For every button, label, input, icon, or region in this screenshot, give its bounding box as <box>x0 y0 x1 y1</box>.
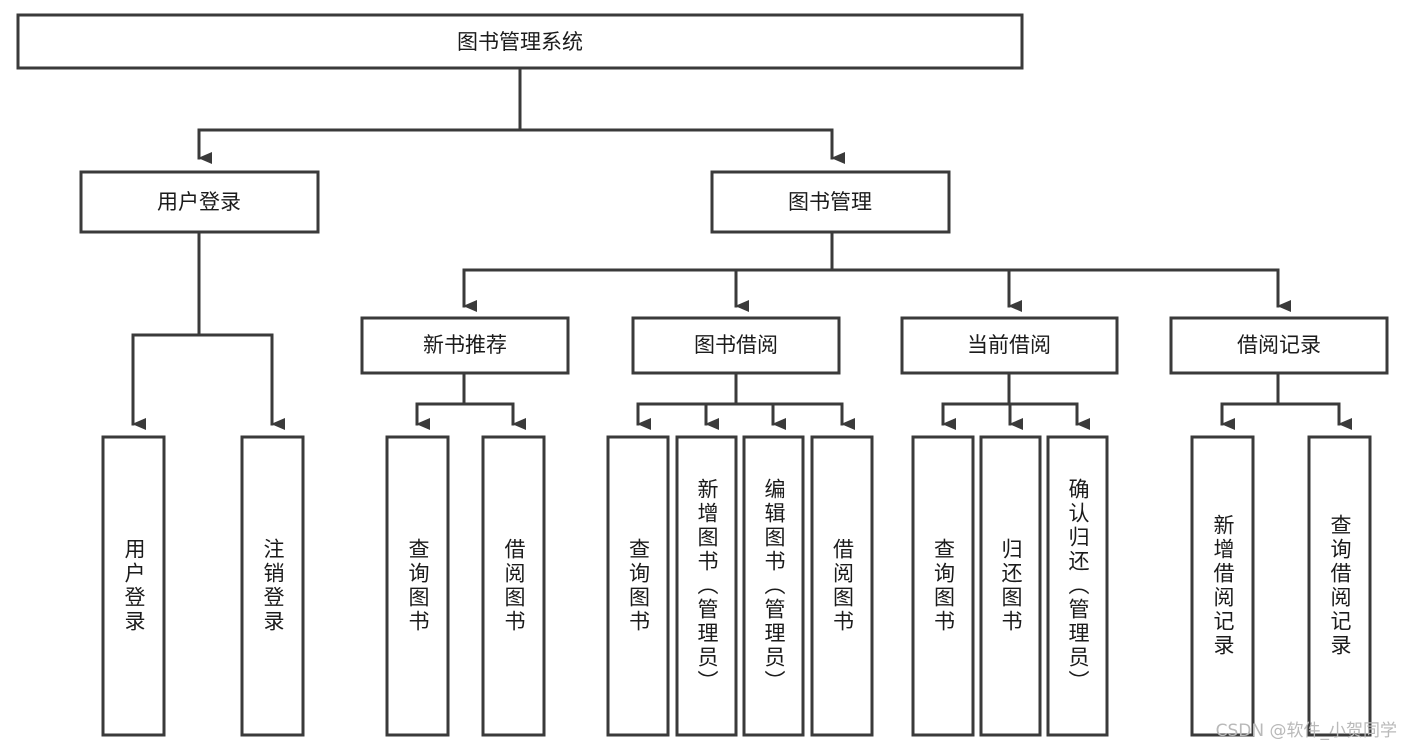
node-book-borrow-label: 图书借阅 <box>694 333 778 357</box>
node-book-manage-box[interactable] <box>710 170 951 234</box>
leaf-box-user-login-2[interactable] <box>240 435 305 737</box>
leaf-box-book-borrow-4[interactable] <box>810 435 874 737</box>
connector-layer <box>131 66 1352 430</box>
leaf-box-borrow-record-2[interactable] <box>1307 435 1372 737</box>
leaf-box-current-borrow-1[interactable] <box>911 435 975 737</box>
node-borrow-record-label: 借阅记录 <box>1237 333 1321 357</box>
leaf-box-current-borrow-3[interactable] <box>1046 435 1109 737</box>
leaf-box-new-book-1[interactable] <box>385 435 450 737</box>
node-borrow-record-box[interactable] <box>1169 316 1389 375</box>
leaf-box-user-login-1[interactable] <box>101 435 166 737</box>
leaf-box-borrow-record-1[interactable] <box>1190 435 1255 737</box>
node-current-borrow-box[interactable] <box>900 316 1119 375</box>
node-user-login-box[interactable] <box>79 170 320 234</box>
node-current-borrow-label: 当前借阅 <box>967 333 1051 357</box>
node-book-manage-label: 图书管理 <box>788 190 872 214</box>
node-root-label: 图书管理系统 <box>457 30 583 54</box>
node-root-box[interactable] <box>16 13 1024 70</box>
node-layer: 图书管理系统 用户登录 图书管理 新书推荐 图书借阅 当前借阅 借阅记录 <box>16 13 1389 737</box>
node-user-login-label: 用户登录 <box>157 190 241 214</box>
leaf-box-book-borrow-2[interactable] <box>675 435 738 737</box>
watermark-text: CSDN @软件_小贺同学 <box>1215 721 1397 741</box>
leaf-box-book-borrow-3[interactable] <box>742 435 805 737</box>
node-new-book-box[interactable] <box>360 316 570 375</box>
node-book-borrow-box[interactable] <box>631 316 841 375</box>
leaf-box-new-book-2[interactable] <box>481 435 546 737</box>
leaf-box-book-borrow-1[interactable] <box>606 435 670 737</box>
node-new-book-label: 新书推荐 <box>423 333 507 357</box>
leaf-box-current-borrow-2[interactable] <box>979 435 1042 737</box>
